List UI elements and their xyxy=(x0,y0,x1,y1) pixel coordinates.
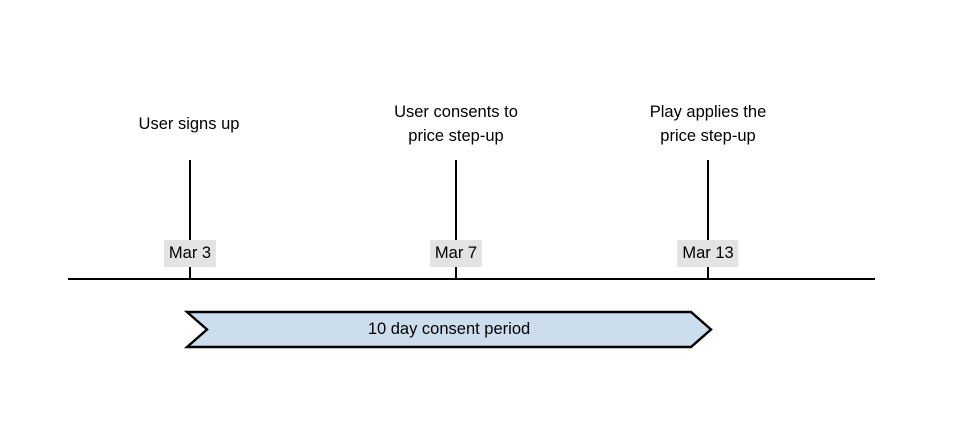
event-tick-2 xyxy=(455,160,457,280)
event-label-2: User consents to price step-up xyxy=(394,103,518,145)
event-tick-3 xyxy=(707,160,709,280)
event-date-chip-1: Mar 3 xyxy=(163,240,217,267)
event-date-chip-3: Mar 13 xyxy=(677,240,739,267)
consent-period-arrow-shape xyxy=(186,311,712,348)
consent-period-banner: 10 day consent period xyxy=(186,311,712,348)
event-date-chip-2: Mar 7 xyxy=(429,240,483,267)
timeline-axis xyxy=(68,278,875,280)
event-label-1: User signs up xyxy=(138,115,240,133)
event-tick-1 xyxy=(189,160,191,280)
event-label-3: Play applies the price step-up xyxy=(649,103,767,145)
